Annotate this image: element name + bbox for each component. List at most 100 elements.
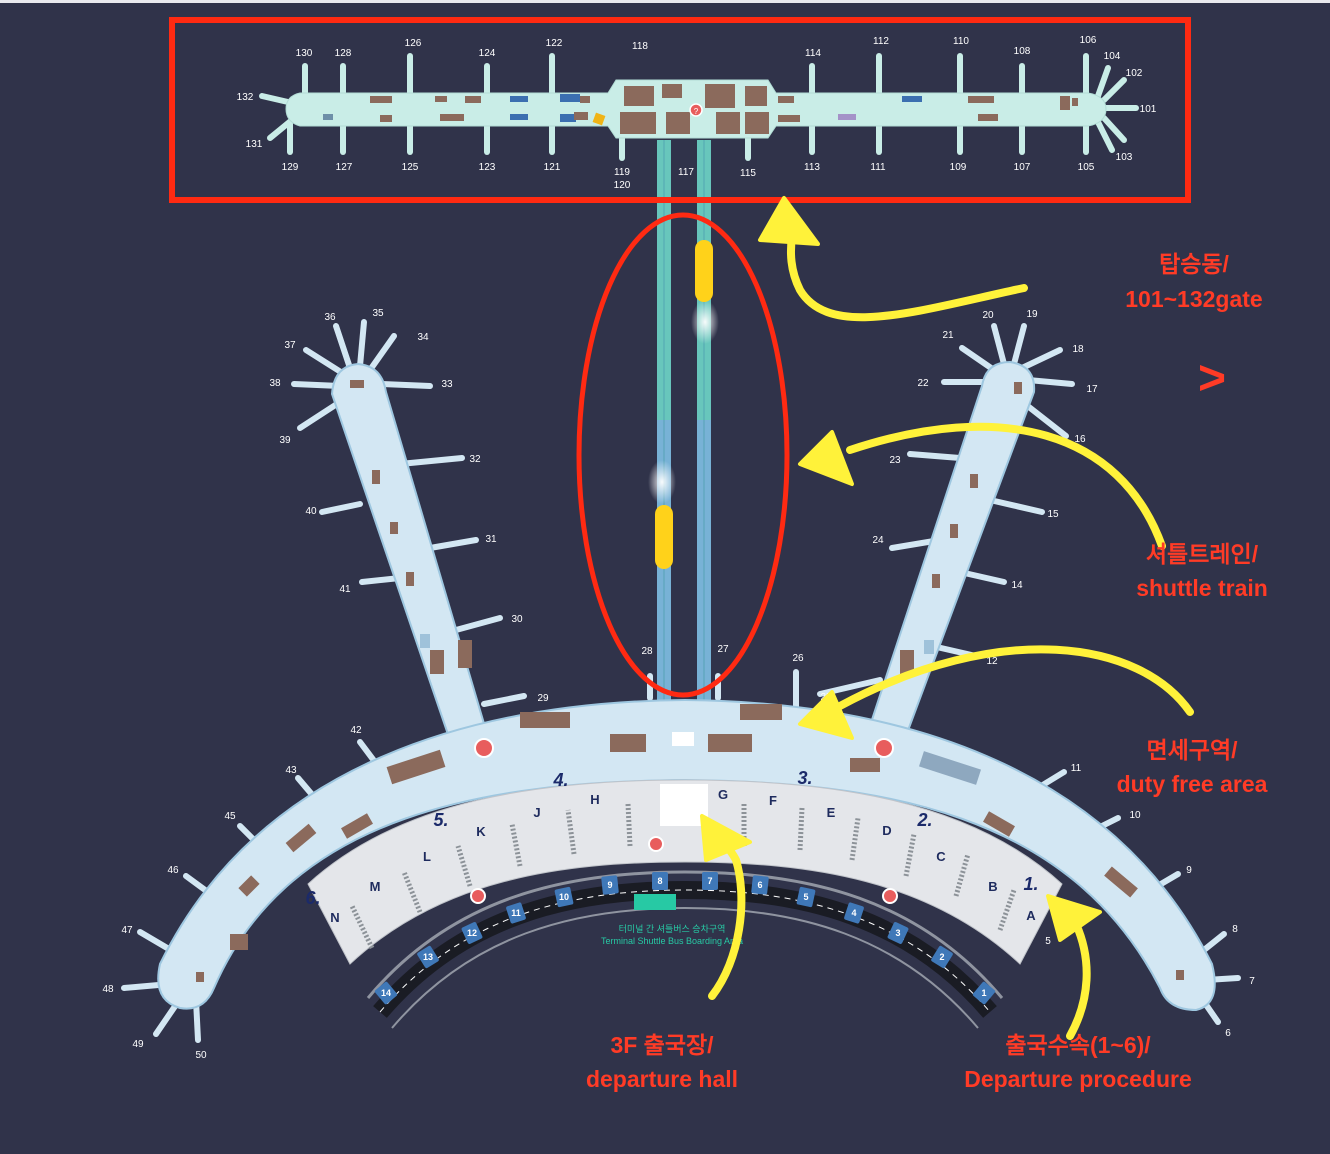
bus-stop-number: 4 — [851, 908, 856, 918]
departure-section-label: 4. — [552, 770, 568, 790]
concourse-gate-fingers — [259, 53, 1139, 161]
info-desk-icon[interactable] — [470, 888, 486, 904]
check-in-counters — [349, 803, 1017, 950]
gate-number: 49 — [132, 1039, 144, 1050]
bus-stop-number: 2 — [939, 952, 944, 962]
gate-number: 36 — [324, 312, 336, 323]
gate-number: 26 — [792, 653, 804, 664]
check-in-row-label: N — [330, 910, 339, 925]
gate-number: 107 — [1014, 162, 1031, 173]
top-border-line — [0, 0, 1330, 3]
check-in-row-label: A — [1026, 908, 1036, 923]
check-in-row-label: M — [370, 879, 381, 894]
gate-number: 35 — [372, 308, 384, 319]
bus-stop-number: 13 — [423, 952, 433, 962]
roadway — [366, 870, 1004, 1029]
gate-number: 111 — [870, 162, 886, 173]
departure-section-label: 5. — [433, 810, 448, 830]
gate-number: 23 — [889, 455, 901, 466]
annotation-departure-procedure-korean: 출국수속(1~6)/ — [1005, 1032, 1151, 1058]
gate-number: 117 — [678, 167, 694, 178]
bus-stop-number: 9 — [607, 880, 612, 890]
check-in-row-label: K — [476, 824, 486, 839]
gate-number: 6 — [1225, 1028, 1231, 1039]
arrow-head — [798, 430, 854, 486]
gate-number: 132 — [237, 92, 254, 103]
gate-number: 33 — [441, 379, 453, 390]
annotation-duty-free-korean: 면세구역/ — [1146, 737, 1238, 763]
gate-number: 112 — [873, 36, 889, 47]
gate-number: 32 — [469, 454, 481, 465]
gate-number: 14 — [1011, 580, 1023, 591]
gate-number: 34 — [417, 332, 429, 343]
annotation-labels: 탑승동/ 101~132gate > 셔틀트레인/ shuttle train … — [586, 251, 1268, 1092]
gate-number: 17 — [1086, 384, 1098, 395]
gate-number: 114 — [805, 48, 821, 59]
shuttle-train-car — [655, 505, 673, 569]
info-desk-icon[interactable] — [689, 103, 703, 117]
info-desk-icon[interactable] — [648, 836, 664, 852]
gate-number: 10 — [1129, 810, 1141, 821]
concourse-shops — [323, 84, 1078, 134]
gate-number: 19 — [1026, 309, 1038, 320]
bus-stop-number: 7 — [707, 876, 712, 886]
check-in-hall — [307, 779, 1063, 965]
bus-stop-number: 11 — [511, 908, 521, 918]
shuttle-bus-boarding-zone — [634, 894, 676, 910]
gate-number: 50 — [195, 1050, 207, 1061]
departure-section-numbers: 6. 5. 4. 3. 2. 1. — [305, 768, 1038, 908]
concourse-gate-numbers: 130 128 126 124 122 118 114 112 110 108 … — [237, 35, 1157, 191]
check-in-row-label: F — [769, 793, 777, 808]
gate-number: 16 — [1074, 434, 1086, 445]
gate-number: 108 — [1014, 46, 1031, 57]
gate-number: 109 — [950, 162, 967, 173]
gate-number: 20 — [982, 310, 994, 321]
svg-text:?: ? — [694, 107, 699, 116]
arrow-to-concourse — [787, 232, 1028, 322]
gate-number: 46 — [167, 865, 179, 876]
gate-number: 119 — [614, 167, 630, 178]
gate-number: 104 — [1104, 51, 1121, 62]
check-in-row-label: L — [423, 849, 431, 864]
gate-number: 28 — [641, 646, 653, 657]
gate-number: 11 — [1071, 763, 1082, 774]
annotation-departure-procedure-english: Departure procedure — [964, 1066, 1192, 1092]
bus-stop-number: 1 — [981, 988, 986, 998]
arrow-head — [798, 690, 854, 740]
concourse-highlight-box — [169, 17, 1191, 203]
info-desk-icon[interactable] — [874, 738, 894, 758]
gate-number: 30 — [511, 614, 523, 625]
restroom-icon — [592, 112, 606, 126]
yellow-arrow-heads — [700, 196, 1102, 942]
check-in-row-label: H — [590, 792, 599, 807]
annotation-shuttle-korean: 셔틀트레인/ — [1146, 541, 1259, 567]
gate-number: 123 — [479, 162, 496, 173]
gate-number: 15 — [1047, 509, 1059, 520]
info-desk-icon[interactable] — [474, 738, 494, 758]
bus-stop-number: 10 — [559, 892, 569, 902]
gate-number: 48 — [102, 984, 114, 995]
gate-number: 121 — [544, 162, 561, 173]
gate-number: 9 — [1186, 865, 1192, 876]
terminal-info-icons[interactable] — [470, 738, 898, 904]
bus-stops — [374, 872, 996, 1005]
bus-stop-number: 5 — [803, 892, 808, 902]
gate-number: 129 — [282, 162, 299, 173]
departure-section-label: 1. — [1023, 874, 1038, 894]
gate-number: 47 — [121, 925, 133, 936]
gate-number: 38 — [269, 378, 281, 389]
gate-number: 45 — [224, 811, 236, 822]
annotation-departure-hall-korean: 3F 출국장/ — [610, 1032, 714, 1058]
gate-number: 122 — [546, 38, 563, 49]
shuttle-train-car — [695, 240, 713, 302]
info-desk-icon[interactable] — [882, 888, 898, 904]
gate-number: 110 — [953, 36, 969, 47]
shuttle-train-tracks — [657, 140, 711, 710]
gate-number: 41 — [339, 584, 351, 595]
bus-stop-number: 14 — [381, 988, 391, 998]
gate-number: 5 — [1045, 936, 1051, 947]
bus-stop-number: 3 — [895, 928, 900, 938]
gate-number: 124 — [479, 48, 496, 59]
arrow-head — [758, 196, 820, 246]
shuttle-bus-label-korean: 터미널 간 셔틀버스 승차구역 — [619, 923, 726, 934]
